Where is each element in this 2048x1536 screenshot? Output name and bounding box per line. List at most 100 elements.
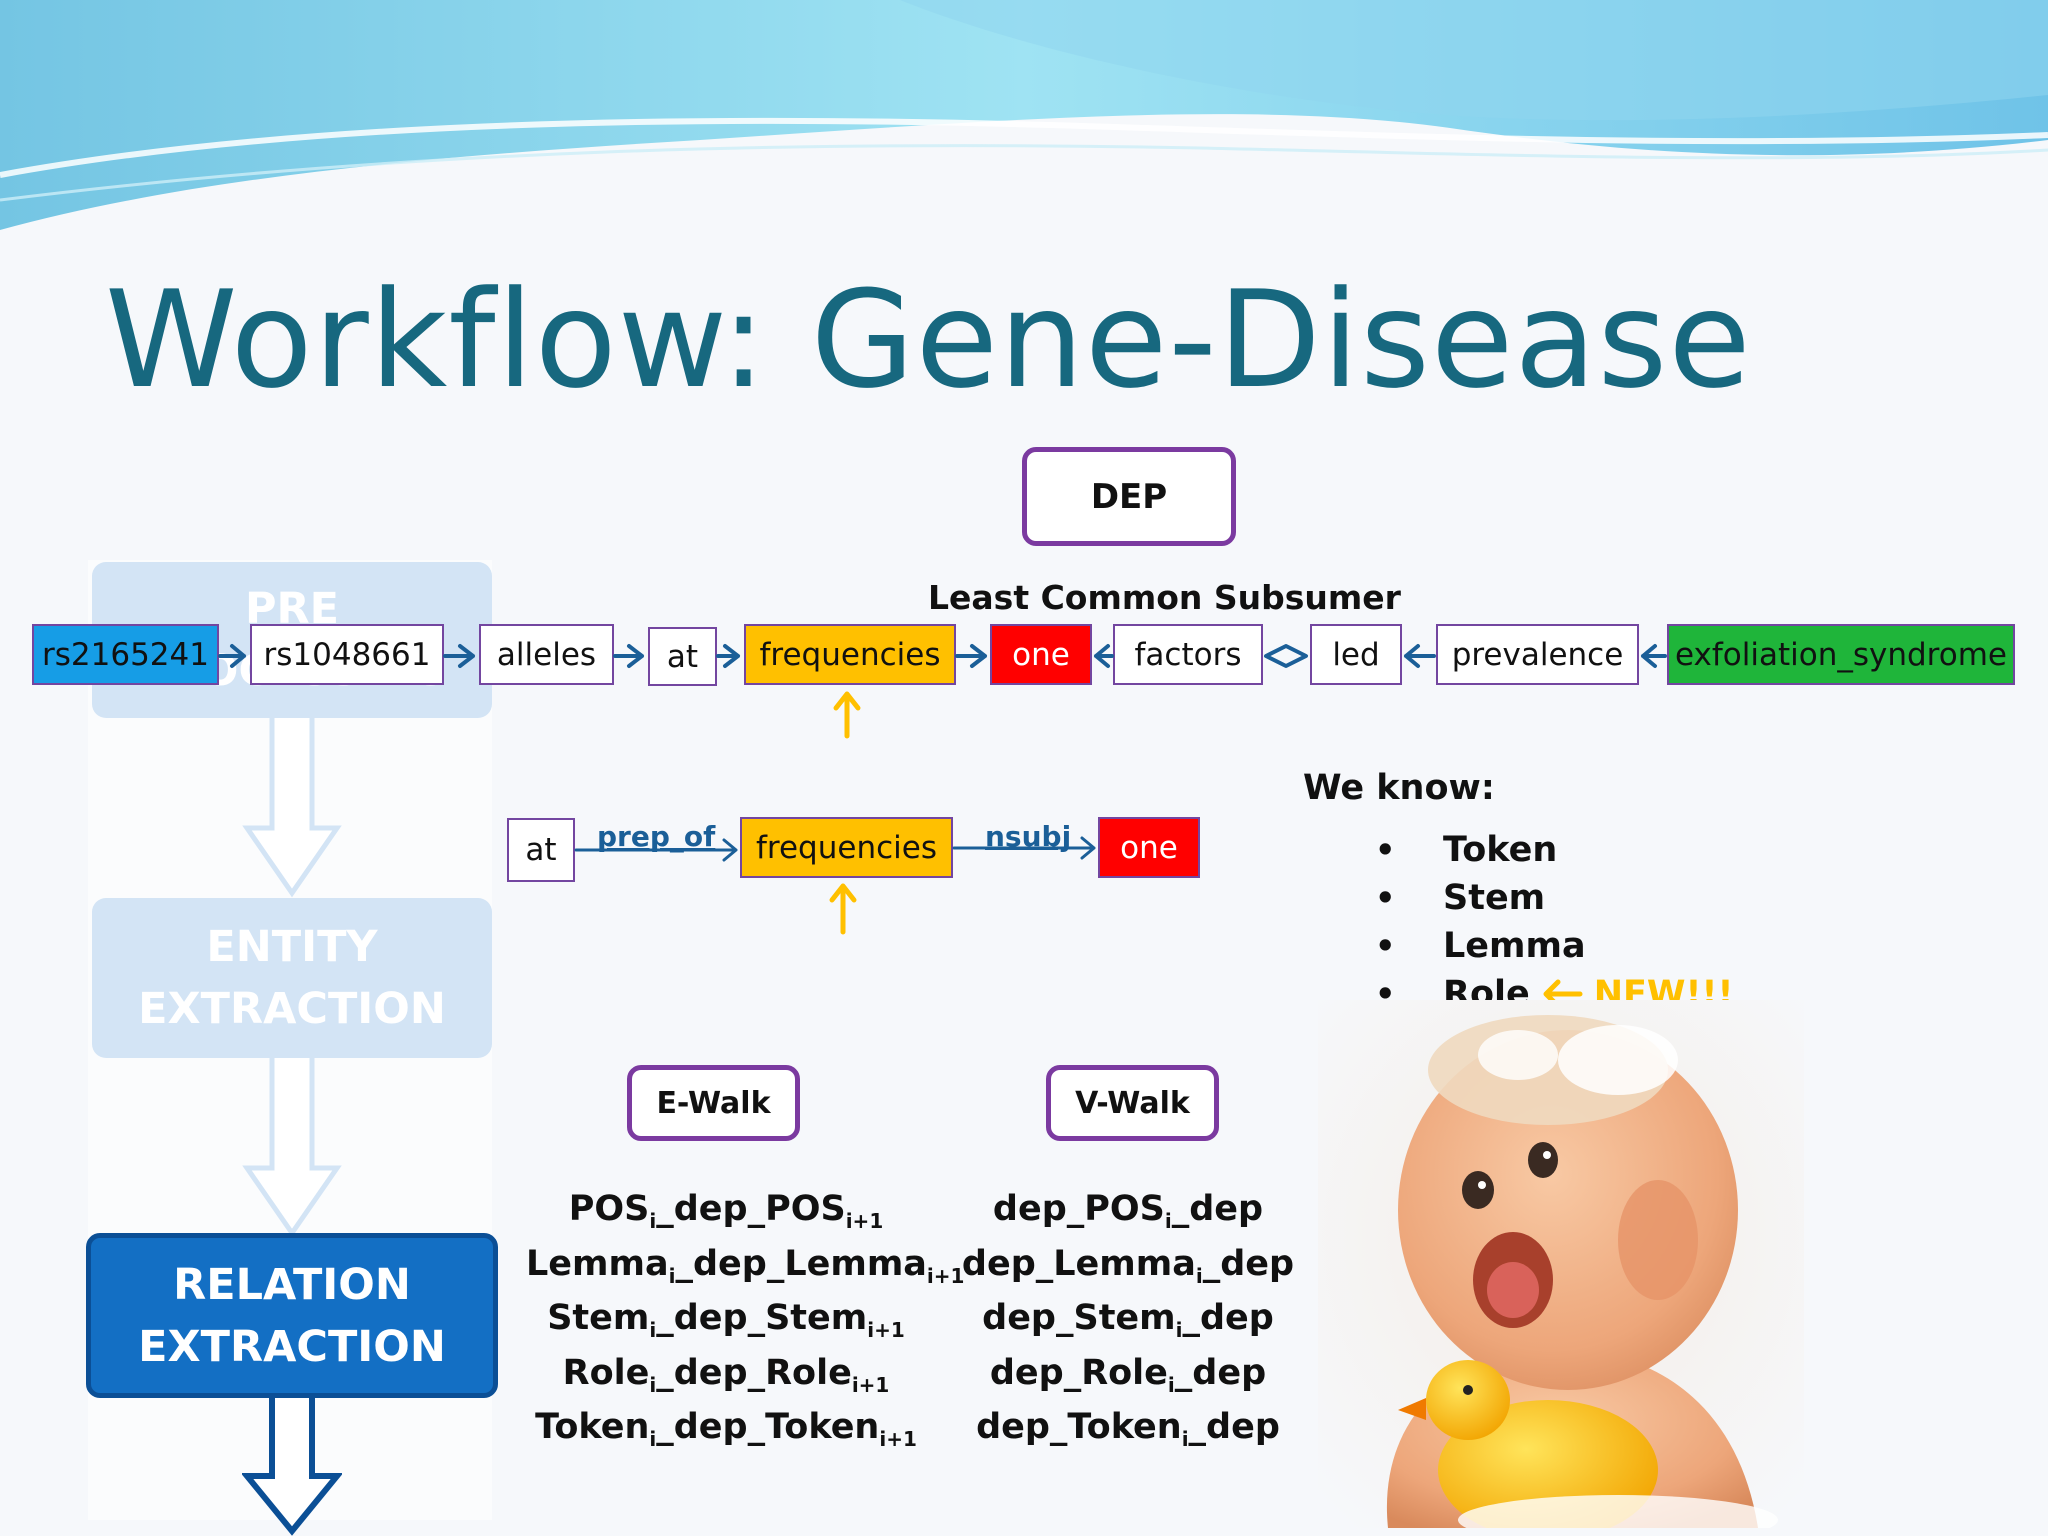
feature-line: Tokeni_dep_Tokeni+1 [526,1400,926,1455]
feature-line: POSi_dep_POSi+1 [526,1182,926,1237]
token-box: rs2165241 [32,624,219,685]
path-token: one [1098,817,1200,878]
diamond-icon [1264,644,1308,668]
feature-term: dep_POS [992,1189,1165,1229]
v-walk-box: V-Walk [1046,1065,1219,1141]
feature-term: _dep [1174,1352,1267,1393]
e-walk-box: E-Walk [627,1065,800,1141]
arrow-right-icon [218,644,246,668]
arrow-right-icon [443,644,475,668]
index-sub: i [1175,1318,1183,1342]
highlight-arrow-icon [833,691,861,739]
dep-label: DEP [1090,476,1168,517]
token-box: one [990,624,1092,685]
index-sub: i+1 [845,1209,884,1233]
step-relation-line2: EXTRACTION [138,1321,446,1372]
index-sub: i+1 [879,1427,917,1451]
dep-box: DEP [1022,447,1236,546]
feature-line: Rolei_dep_Rolei+1 [526,1346,926,1401]
feature-line: dep_POSi_dep [948,1182,1308,1237]
index-sub: i [1181,1427,1189,1451]
step-relation-line1: RELATION [173,1259,411,1310]
index-sub: i+1 [926,1263,965,1288]
token-box: led [1310,624,1402,685]
path-token: frequencies [740,817,953,878]
feature-term: POS [568,1189,650,1229]
feature-term: Role [562,1352,650,1393]
step-entity-extraction: ENTITY EXTRACTION [92,898,492,1058]
feature-term: _dep [1182,1298,1274,1338]
index-sub: i [1164,1209,1172,1233]
bullet-icon: • [1375,879,1396,917]
list-item-label: Lemma [1443,926,1586,966]
we-know-heading: We know: [1303,768,1495,808]
header-wave [0,0,2048,230]
we-know-list: •Token •Stem •Lemma •Role NEW!!! [1375,826,1733,1018]
arrow-right-icon [613,644,644,668]
bullet-icon: • [1375,831,1396,869]
token-box: exfoliation_syndrome [1667,624,2015,685]
feature-term: dep_Lemma [961,1243,1196,1284]
token-box: alleles [479,624,614,685]
feature-term: _dep_Token [656,1407,880,1447]
arrow-left-icon [1404,644,1436,668]
list-item: • Token [1375,826,1733,874]
feature-term: dep_Token [976,1407,1182,1447]
feature-term: Lemma [526,1243,669,1284]
feature-line: Lemmai_dep_Lemmai+1 [526,1237,964,1292]
index-sub: i [649,1209,657,1233]
v-walk-features: dep_POSi_dep dep_Lemmai_dep dep_Stemi_de… [948,1182,1308,1455]
e-walk-features: POSi_dep_POSi+1 Lemmai_dep_Lemmai+1 Stem… [526,1182,964,1455]
list-item: • Stem [1375,874,1733,922]
index-sub: i [1195,1263,1203,1288]
index-sub: i [649,1318,657,1342]
feature-line: dep_Rolei_dep [948,1346,1308,1401]
feature-term: _dep [1202,1243,1295,1284]
feature-term: _dep_Stem [656,1298,868,1338]
token-box: factors [1113,624,1263,685]
token-box: prevalence [1436,624,1639,685]
feature-line: Stemi_dep_Stemi+1 [526,1291,926,1346]
step-relation-extraction: RELATION EXTRACTION [86,1233,498,1398]
down-arrow-icon [242,1058,342,1238]
arrow-left-icon [1641,644,1667,668]
e-walk-label: E-Walk [656,1085,771,1121]
step-entity-line2: EXTRACTION [138,984,446,1034]
arrow-right-icon [955,644,987,668]
feature-term: dep_Role [989,1352,1168,1393]
arrow-left-icon [1094,644,1114,668]
highlight-arrow-icon [829,883,857,935]
v-walk-label: V-Walk [1075,1085,1190,1121]
feature-term: _dep_POS [656,1189,846,1229]
token-box: rs1048661 [250,624,444,685]
down-arrow-icon [242,1398,342,1536]
index-sub: i [1167,1372,1175,1397]
feature-term: Token [535,1407,650,1447]
list-item-label: Token [1443,830,1558,870]
page-title: Workflow: Gene-Disease [105,262,1752,418]
dependency-arrows [218,644,1667,739]
index-sub: i [649,1427,657,1451]
list-item: •Lemma [1375,922,1733,970]
feature-line: dep_Tokeni_dep [948,1400,1308,1455]
path-arrows [574,836,1096,935]
list-item-label: Stem [1443,878,1546,918]
index-sub: i+1 [851,1372,890,1397]
baby-photo [1318,1000,1804,1528]
feature-term: dep_Stem [982,1298,1176,1338]
relation-label: prep_of [597,820,716,853]
feature-term: _dep [1188,1407,1280,1447]
arrow-right-icon [716,644,740,668]
index-sub: i+1 [867,1318,905,1342]
feature-term: _dep_Role [656,1352,852,1393]
feature-term: _dep_Lemma [675,1243,927,1284]
feature-term: _dep [1171,1189,1264,1229]
token-box: frequencies [744,624,956,685]
feature-term: Stem [547,1298,650,1338]
index-sub: i [649,1372,657,1397]
feature-line: dep_Stemi_dep [948,1291,1308,1346]
index-sub: i [668,1263,676,1288]
arrow-right-icon [952,836,1096,860]
arrow-right-icon [574,838,738,862]
